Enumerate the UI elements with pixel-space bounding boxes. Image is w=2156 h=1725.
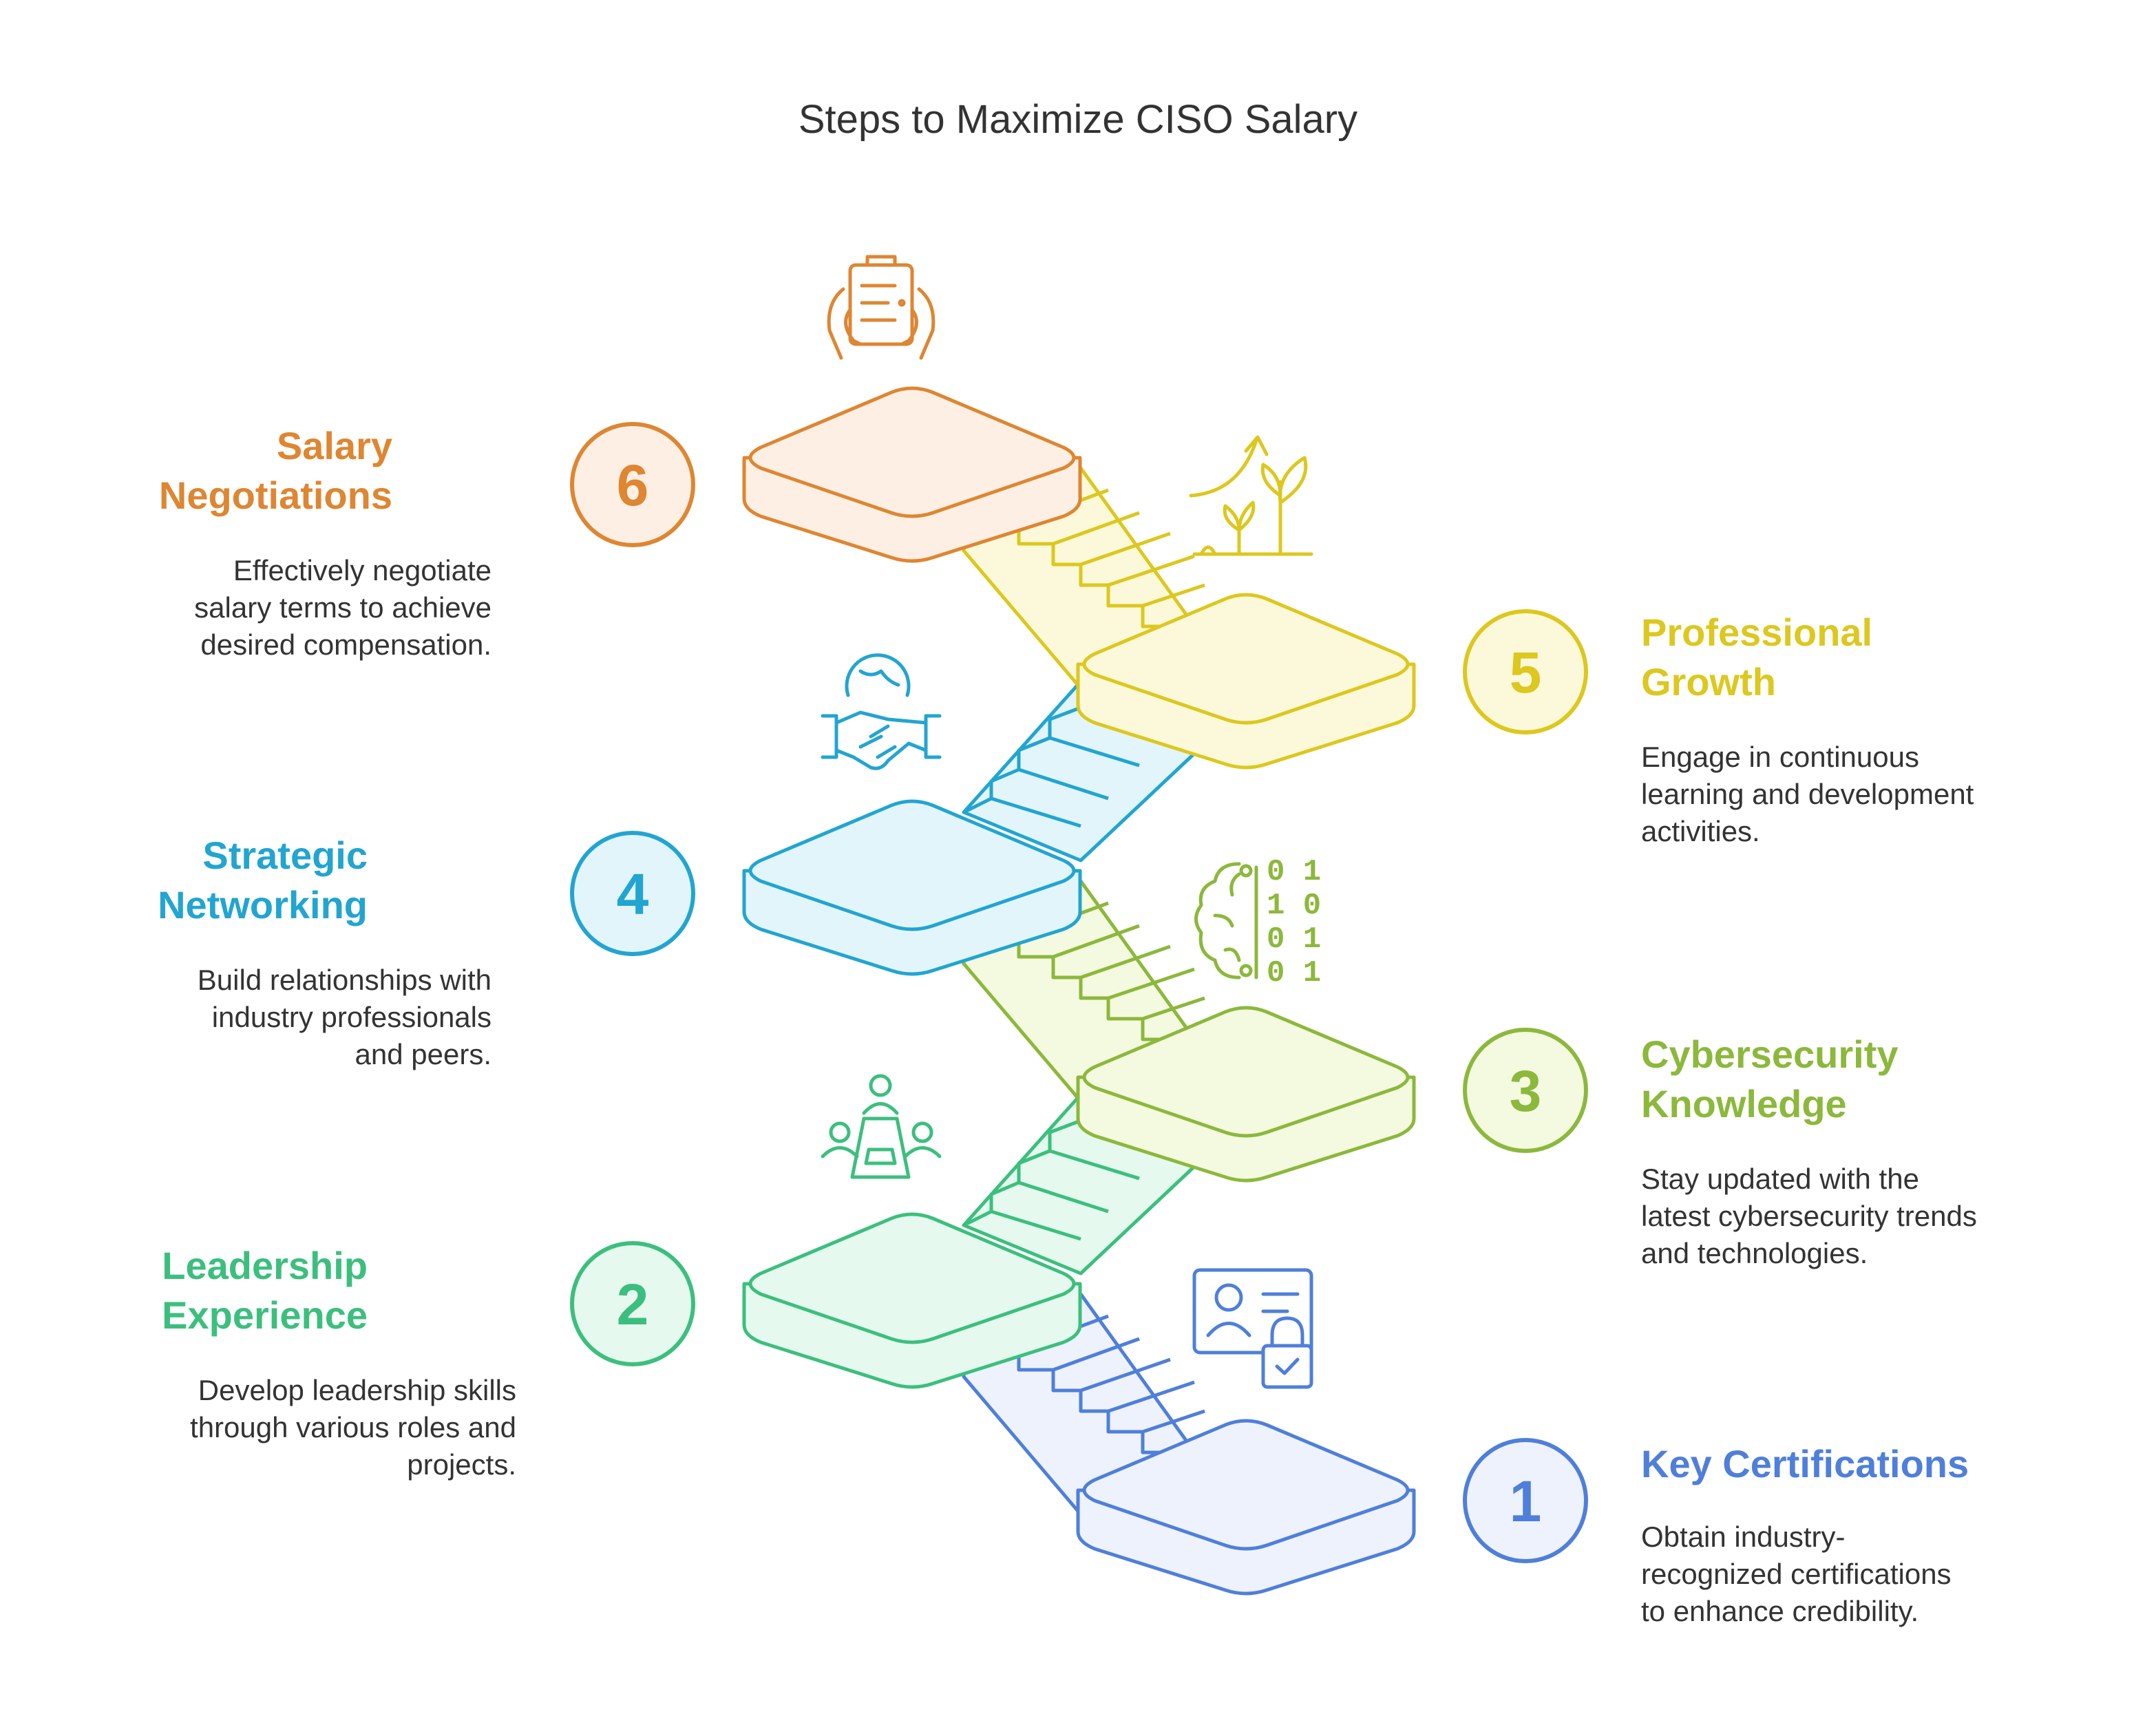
number-label-step4: 4: [617, 862, 649, 927]
growing-plant-icon: [1189, 435, 1313, 556]
number-badge-step4: 4: [570, 831, 695, 956]
platform-step1: [1076, 1419, 1416, 1596]
binary-digits: 0 1 1 0 0 1 0 1: [1267, 855, 1321, 991]
step-title-key-certifications: Key Certifications: [1641, 1442, 1969, 1485]
step-title-strategic-networking: Strategic Networking: [158, 834, 368, 927]
clipboard-hands-icon: [827, 255, 936, 360]
number-badge-step5: 5: [1463, 609, 1588, 734]
svg-text:1 0: 1 0: [1267, 889, 1321, 923]
number-badge-step6: 6: [570, 422, 695, 547]
brain-binary-icon: [1194, 862, 1258, 980]
svg-text:0 1: 0 1: [1267, 922, 1321, 957]
number-label-step3: 3: [1510, 1059, 1542, 1123]
step-title-leadership-experience: Leadership Experience: [162, 1244, 368, 1337]
platform-step5: [1076, 593, 1416, 770]
number-label-step5: 5: [1510, 640, 1542, 705]
step-title-cybersecurity-knowledge: Cybersecurity Knowledge: [1641, 1033, 1899, 1125]
step-desc-salary-negotiations: Effectively negotiate salary terms to ac…: [194, 554, 492, 661]
number-badge-step2: 2: [570, 1241, 695, 1366]
step-desc-cybersecurity-knowledge: Stay updated with the latest cybersecuri…: [1641, 1163, 1977, 1269]
platform-step3: [1076, 1006, 1416, 1183]
meeting-table-icon: [821, 1074, 942, 1179]
svg-text:0 1: 0 1: [1267, 956, 1321, 991]
id-card-lock-icon: [1192, 1268, 1313, 1389]
platform-step6: [742, 386, 1082, 563]
step-desc-strategic-networking: Build relationships with industry profes…: [197, 964, 492, 1070]
number-badge-step1: 1: [1463, 1438, 1588, 1563]
diagram-title: Steps to Maximize CISO Salary: [798, 97, 1358, 142]
step-desc-key-certifications: Obtain industry- recognized certificatio…: [1641, 1521, 1952, 1627]
platform-step2: [742, 1212, 1082, 1389]
number-label-step2: 2: [617, 1272, 649, 1337]
number-label-step1: 1: [1510, 1469, 1542, 1534]
step-title-professional-growth: Professional Growth: [1641, 611, 1873, 703]
svg-text:0 1: 0 1: [1267, 855, 1321, 889]
number-label-step6: 6: [617, 453, 649, 518]
number-badge-step3: 3: [1463, 1028, 1588, 1153]
step-desc-leadership-experience: Develop leadership skills through variou…: [190, 1374, 516, 1481]
platform-step4: [742, 799, 1082, 976]
globe-handshake-icon: [821, 653, 942, 770]
step-desc-professional-growth: Engage in continuous learning and develo…: [1641, 741, 1974, 847]
step-title-salary-negotiations: Salary Negotiations: [158, 424, 392, 517]
